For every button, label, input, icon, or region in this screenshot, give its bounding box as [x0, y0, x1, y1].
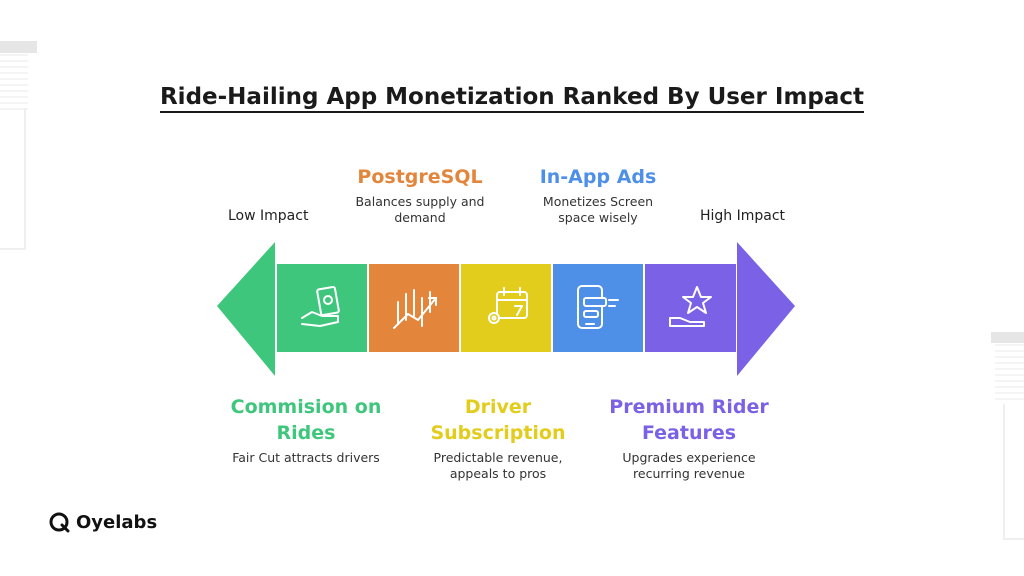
callout-premium-rider-title: Premium Rider Features	[609, 396, 769, 444]
oyelabs-logo-icon	[49, 512, 70, 533]
callout-in-app-ads-title: In-App Ads	[539, 166, 657, 188]
segment-in-app-ads	[553, 264, 643, 352]
callout-driver-subscription: Driver Subscription Predictable revenue,…	[412, 394, 584, 482]
callout-commission-desc: Fair Cut attracts drivers	[232, 450, 380, 465]
callout-postgresql-title: PostgreSQL	[357, 166, 483, 188]
decor-blinds-left	[0, 54, 28, 114]
callout-premium-rider-desc: Upgrades experience recurring revenue	[622, 450, 756, 481]
hand-holding-cash-icon	[301, 285, 340, 327]
decor-frame-left	[0, 108, 26, 250]
hand-star-icon	[669, 286, 712, 327]
calendar-gear-icon	[488, 287, 528, 324]
segment-driver-subscription	[461, 264, 551, 352]
trend-chart-icon	[393, 289, 437, 329]
callout-in-app-ads: In-App Ads Monetizes Screen space wisely	[524, 164, 672, 226]
callout-postgresql-desc: Balances supply and demand	[355, 194, 485, 225]
phone-ad-icon	[577, 285, 619, 329]
brand-logo: Oyelabs	[48, 511, 157, 533]
decor-window-bar-left	[0, 41, 37, 53]
brand-name: Oyelabs	[76, 511, 158, 533]
callout-postgresql: PostgreSQL Balances supply and demand	[345, 164, 495, 226]
low-impact-label: Low Impact	[228, 208, 309, 224]
callout-commission: Commision on Rides Fair Cut attracts dri…	[216, 394, 396, 466]
decor-blinds-right	[995, 344, 1024, 404]
callout-driver-subscription-desc: Predictable revenue, appeals to pros	[433, 450, 563, 481]
arrowhead-right	[737, 242, 795, 376]
decor-frame-right	[1003, 404, 1024, 540]
page-title: Ride-Hailing App Monetization Ranked By …	[0, 84, 1024, 113]
arrowhead-left	[217, 242, 275, 376]
callout-commission-title: Commision on Rides	[230, 396, 382, 444]
segment-commission	[277, 264, 367, 352]
callout-in-app-ads-desc: Monetizes Screen space wisely	[542, 194, 654, 225]
high-impact-label: High Impact	[700, 208, 786, 224]
callout-driver-subscription-title: Driver Subscription	[430, 396, 566, 444]
callout-premium-rider: Premium Rider Features Upgrades experien…	[598, 394, 780, 482]
decor-window-bar-right	[991, 332, 1024, 343]
